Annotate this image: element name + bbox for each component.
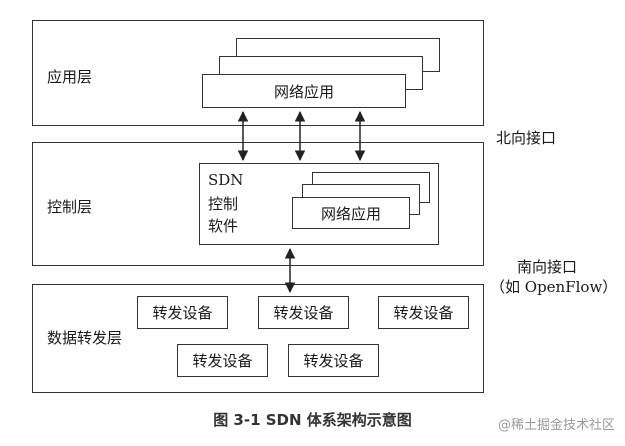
control-network-app-box: 网络应用 [292,197,410,229]
watermark: @稀土掘金技术社区 [497,418,615,433]
application-layer-label: 应用层 [47,68,93,86]
northbound-interface-label: 北向接口 [496,129,557,147]
control-layer-label: 控制层 [47,198,93,216]
controller-text-line-3: 软件 [208,217,239,235]
data-forwarding-layer-label: 数据转发层 [47,329,123,347]
network-app-box: 网络应用 [202,74,406,108]
forwarding-device-4: 转发设备 [177,344,268,377]
forwarding-device-3: 转发设备 [378,296,469,329]
forwarding-device-5: 转发设备 [288,344,379,377]
forwarding-device-1: 转发设备 [137,296,228,329]
controller-text-line-2: 控制 [208,195,239,213]
controller-text-line-1: SDN [208,171,244,189]
southbound-interface-label: 南向接口 [517,258,578,276]
forwarding-device-2: 转发设备 [258,296,349,329]
figure-caption: 图 3-1 SDN 体系架构示意图 [213,411,412,429]
southbound-interface-example: （如 OpenFlow） [490,278,618,296]
